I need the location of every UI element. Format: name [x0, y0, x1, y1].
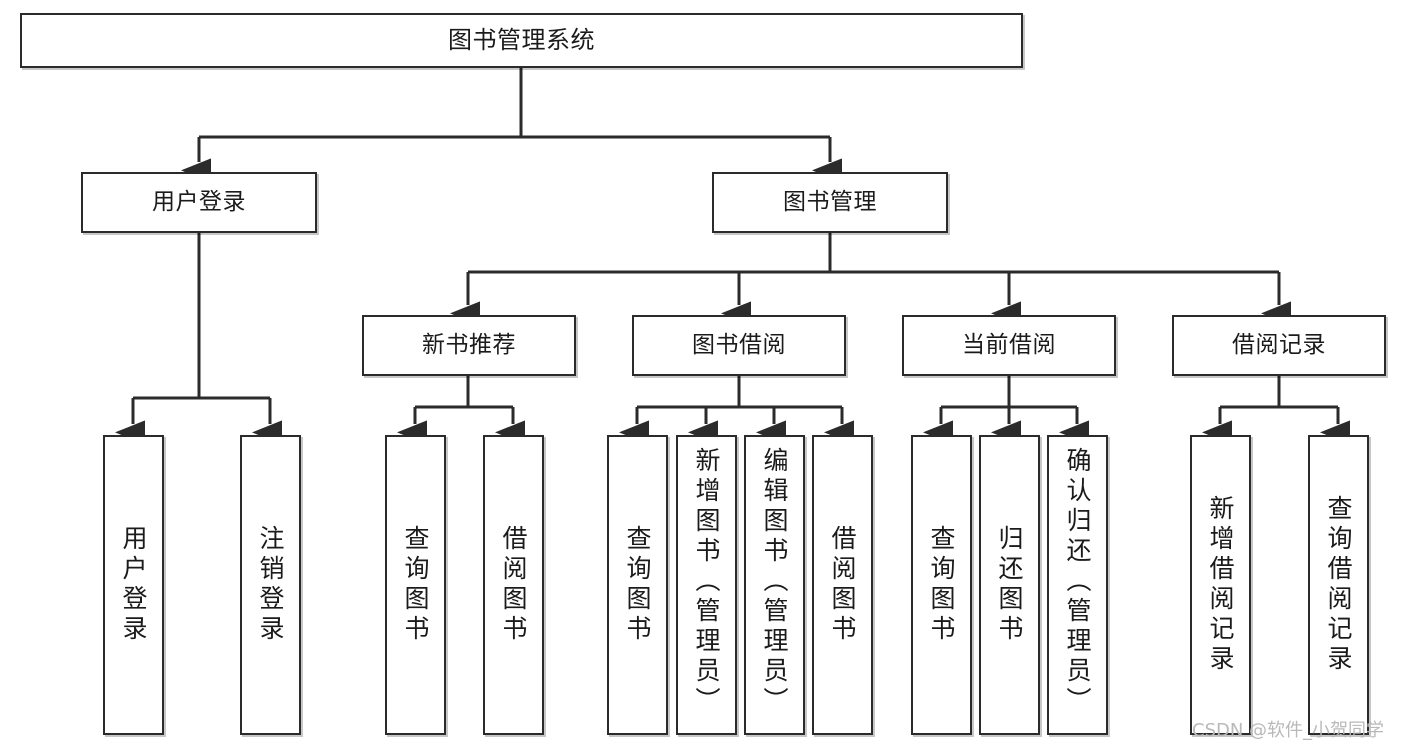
node-label: 图书管理	[783, 189, 877, 216]
node-label: 当前借阅	[962, 332, 1056, 359]
node-user-login[interactable]: 用户登录	[81, 172, 317, 233]
node-label: 确认归还（管理员）	[1063, 447, 1092, 717]
node-label: 查询图书	[623, 525, 652, 645]
watermark-text: CSDN @软件_小贺同学	[1192, 720, 1385, 741]
leaf-return-book[interactable]: 归还图书	[979, 435, 1040, 735]
node-label: 编辑图书（管理员）	[760, 447, 789, 717]
node-label: 新增图书（管理员）	[692, 447, 721, 717]
node-label: 图书借阅	[692, 332, 786, 359]
leaf-query-book-current[interactable]: 查询图书	[911, 435, 972, 735]
node-borrow-records[interactable]: 借阅记录	[1172, 315, 1386, 376]
node-label: 注销登录	[256, 525, 285, 645]
node-label: 用户登录	[119, 525, 148, 645]
leaf-query-borrow-record[interactable]: 查询借阅记录	[1308, 435, 1369, 735]
node-label: 查询图书	[927, 525, 956, 645]
leaf-add-borrow-record[interactable]: 新增借阅记录	[1190, 435, 1251, 735]
node-label: 新增借阅记录	[1206, 495, 1235, 675]
node-label: 查询图书	[401, 525, 430, 645]
node-book-management[interactable]: 图书管理	[712, 172, 948, 233]
node-new-book-recommend[interactable]: 新书推荐	[362, 315, 576, 376]
node-label: 用户登录	[152, 189, 246, 216]
leaf-confirm-return-admin[interactable]: 确认归还（管理员）	[1047, 435, 1108, 735]
leaf-user-login[interactable]: 用户登录	[103, 435, 164, 735]
leaf-add-book-admin[interactable]: 新增图书（管理员）	[676, 435, 737, 735]
node-current-borrow[interactable]: 当前借阅	[902, 315, 1116, 376]
node-label: 借阅记录	[1232, 332, 1326, 359]
leaf-logout[interactable]: 注销登录	[240, 435, 301, 735]
node-label: 借阅图书	[828, 525, 857, 645]
leaf-query-book-recommend[interactable]: 查询图书	[385, 435, 446, 735]
node-label: 图书管理系统	[448, 25, 595, 54]
node-book-borrow[interactable]: 图书借阅	[632, 315, 846, 376]
leaf-query-book-borrow[interactable]: 查询图书	[607, 435, 668, 735]
leaf-borrow-book-recommend[interactable]: 借阅图书	[483, 435, 544, 735]
leaf-edit-book-admin[interactable]: 编辑图书（管理员）	[744, 435, 805, 735]
leaf-borrow-book[interactable]: 借阅图书	[812, 435, 873, 735]
node-label: 借阅图书	[499, 525, 528, 645]
node-label: 归还图书	[995, 525, 1024, 645]
node-label: 查询借阅记录	[1324, 495, 1353, 675]
node-root-system[interactable]: 图书管理系统	[20, 13, 1023, 68]
node-label: 新书推荐	[422, 332, 516, 359]
